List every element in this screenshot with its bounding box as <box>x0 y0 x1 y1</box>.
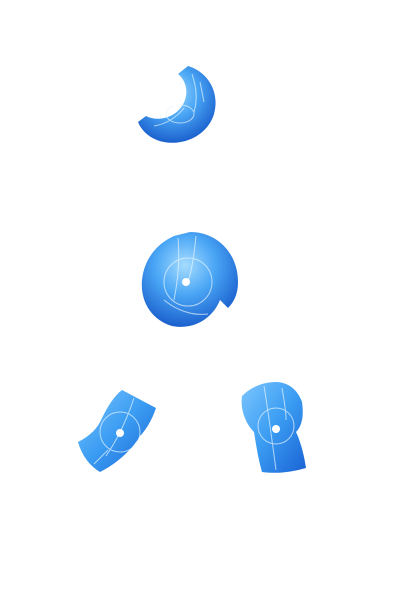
drag-handle[interactable] <box>116 429 124 437</box>
drag-handle[interactable] <box>172 99 180 107</box>
puzzle-piece-top[interactable] <box>134 62 220 148</box>
drag-handle[interactable] <box>182 278 190 286</box>
puzzle-piece-bottom-left[interactable] <box>76 386 164 474</box>
piece-shape <box>138 66 216 143</box>
puzzle-piece-bottom-right[interactable] <box>236 380 312 476</box>
bone-sketch <box>163 235 213 315</box>
bone-sketch <box>153 73 205 127</box>
drag-handle[interactable] <box>272 425 280 433</box>
bone-sketch <box>257 385 295 471</box>
puzzle-piece-center[interactable] <box>138 230 242 334</box>
bone-sketch <box>93 397 141 465</box>
piece-shape <box>141 232 238 327</box>
